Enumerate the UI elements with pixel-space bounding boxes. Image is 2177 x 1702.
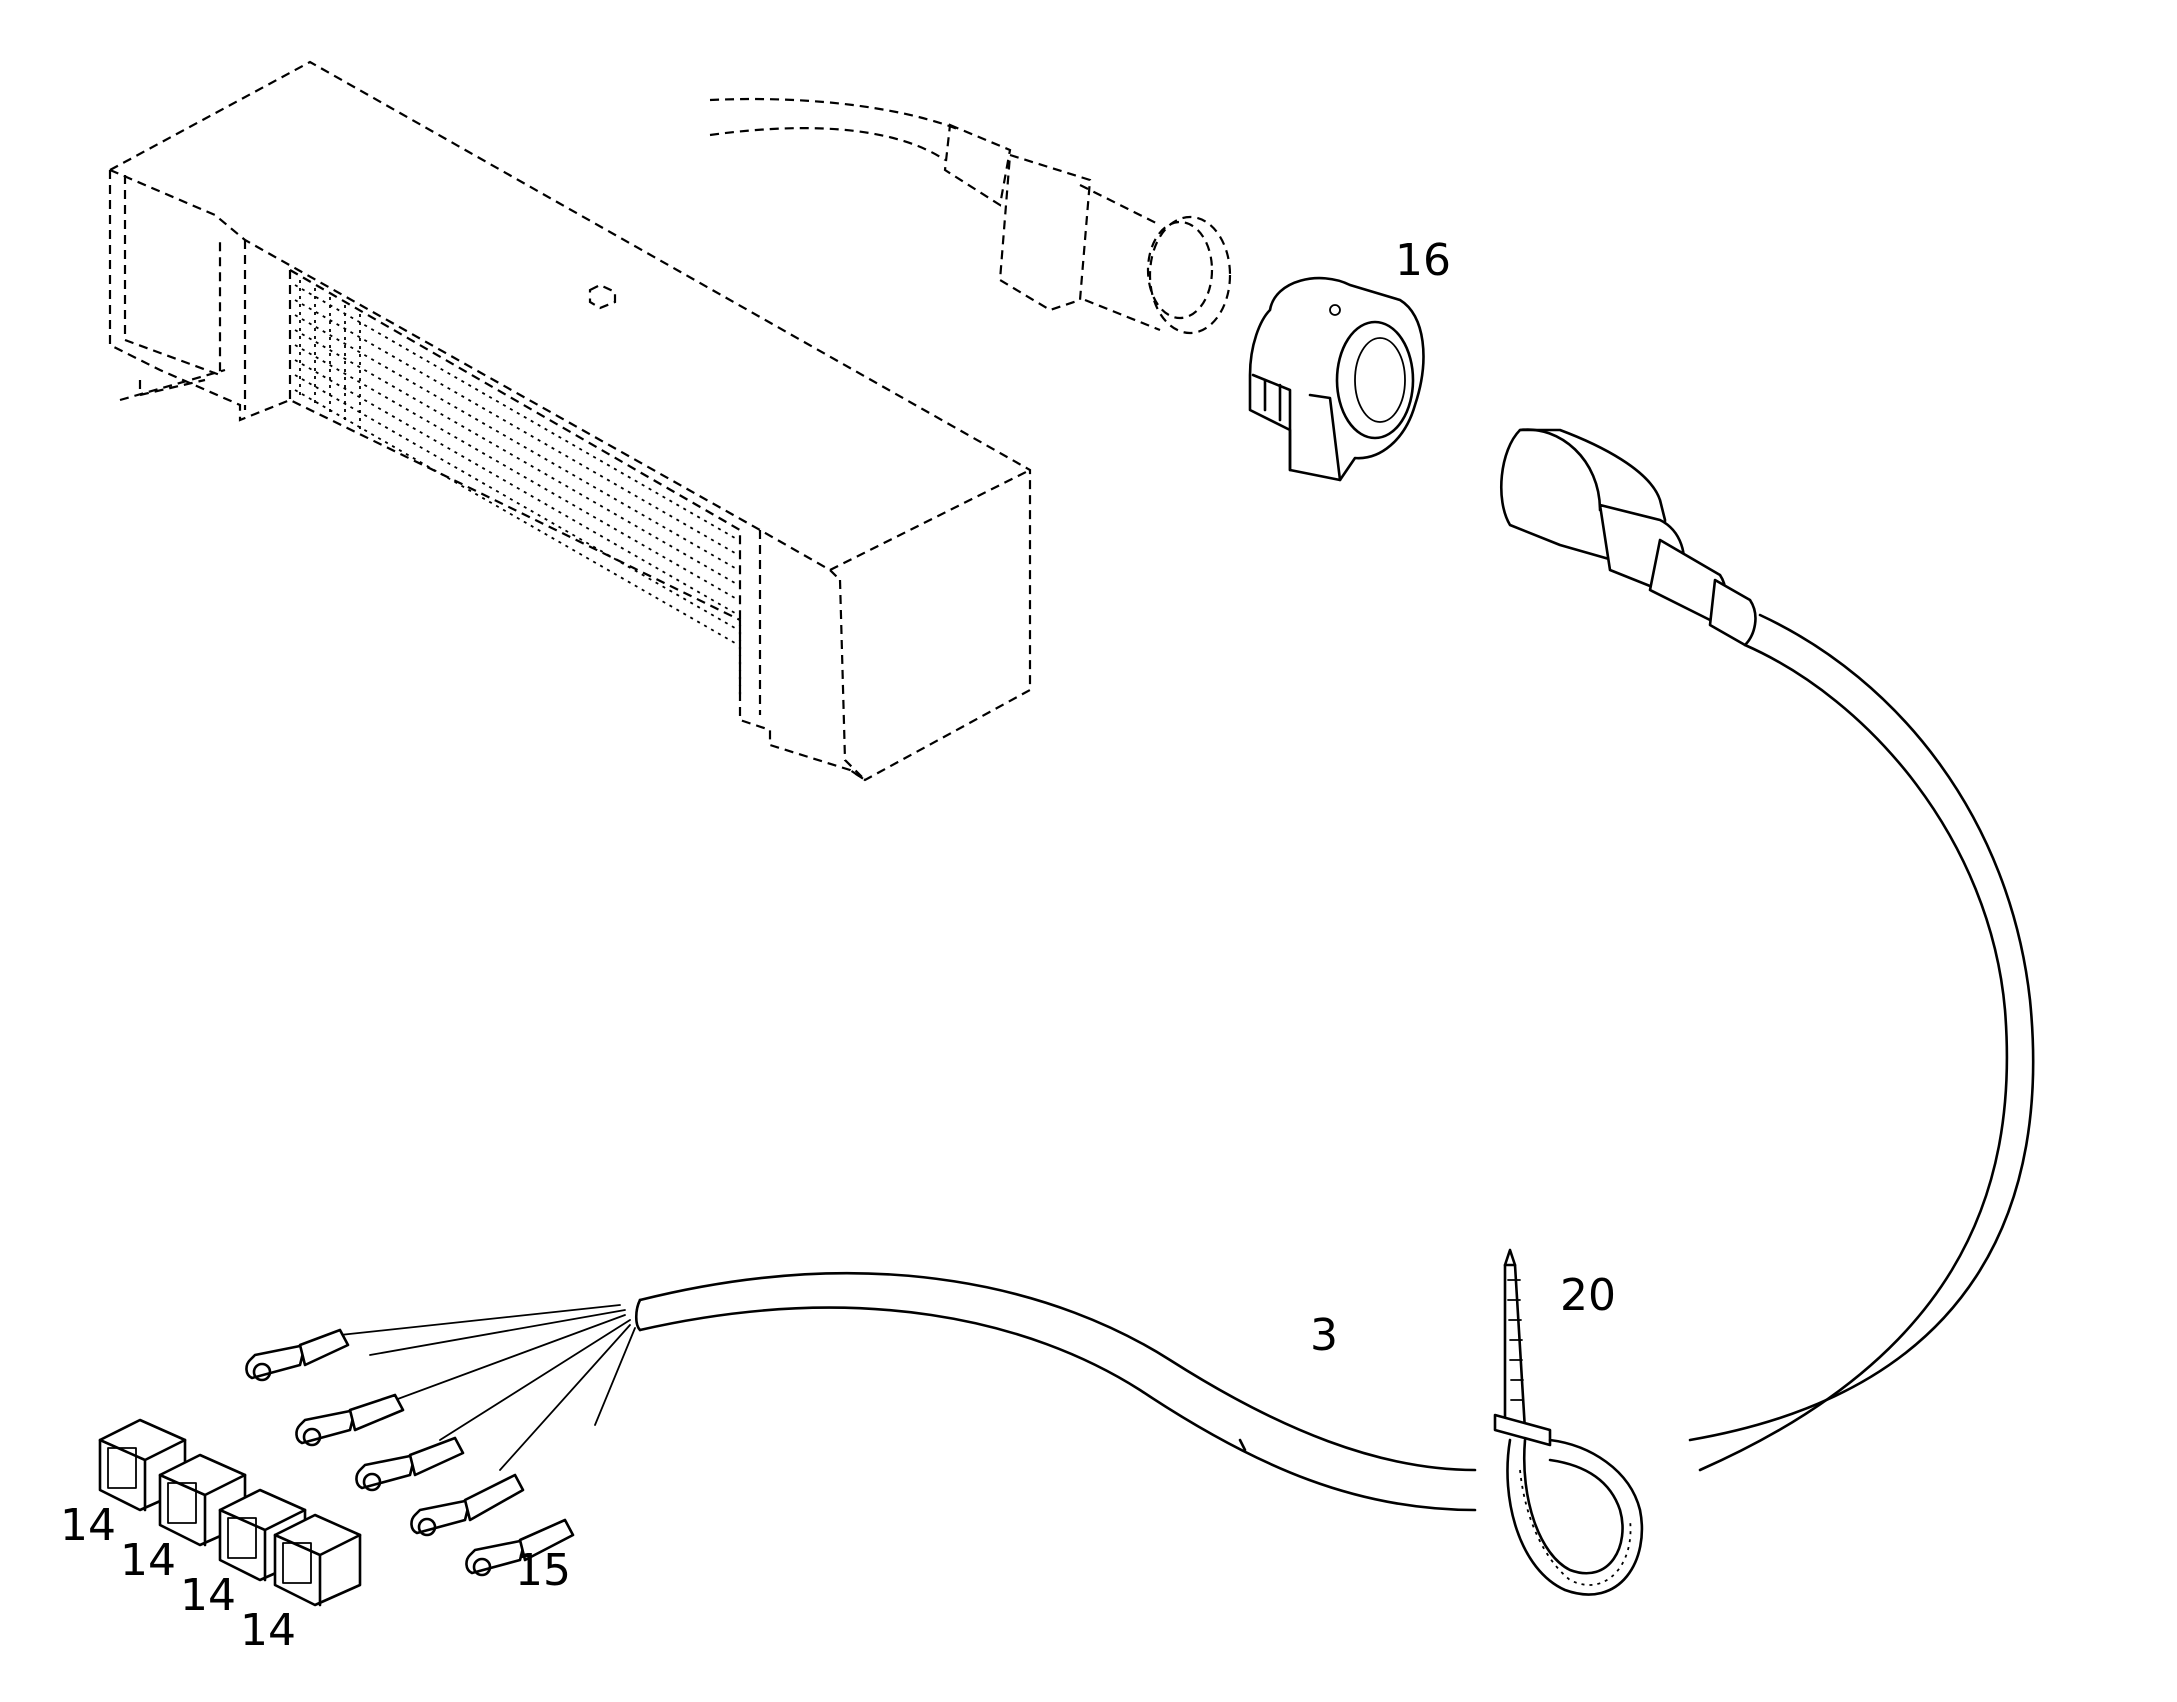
crimp-terminals-part-15 [245,1328,575,1577]
callout-14-d: 14 [240,1605,296,1656]
cable-plug [1500,428,1757,647]
callout-20: 20 [1560,1270,1616,1321]
cable-part-3 [638,613,2035,1512]
housing-vent-grille [294,280,736,644]
callout-16: 16 [1395,235,1451,286]
terminal-2 [295,1393,405,1447]
insulating-sleeves-part-14 [98,1418,362,1607]
wire-fanout [339,1298,642,1471]
cable-tie-part-20 [1493,1248,1644,1596]
housing-phantom-outline [108,60,1032,782]
mating-connector-phantom [709,97,1232,335]
clamp-ring-part-16 [1248,276,1425,482]
terminal-5 [465,1518,575,1577]
callout-14-b: 14 [120,1535,176,1586]
terminal-3 [355,1436,465,1492]
terminal-4 [410,1473,525,1537]
callout-14-c: 14 [180,1570,236,1621]
callout-3: 3 [1310,1310,1338,1361]
sleeve-4 [273,1513,362,1607]
callout-14-a: 14 [60,1500,116,1551]
callout-15: 15 [515,1545,571,1596]
terminal-1 [245,1328,350,1382]
